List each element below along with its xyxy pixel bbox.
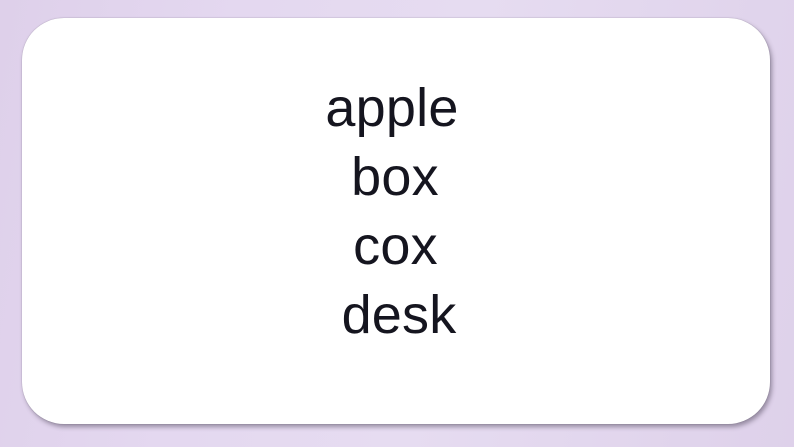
word-list: apple box cox desk (22, 74, 770, 350)
word-item-desk: desk (341, 285, 457, 345)
word-item-box: box (351, 147, 439, 207)
content-card: apple box cox desk (22, 18, 770, 424)
word-item-cox: cox (353, 216, 438, 276)
word-item-apple: apple (325, 78, 459, 138)
